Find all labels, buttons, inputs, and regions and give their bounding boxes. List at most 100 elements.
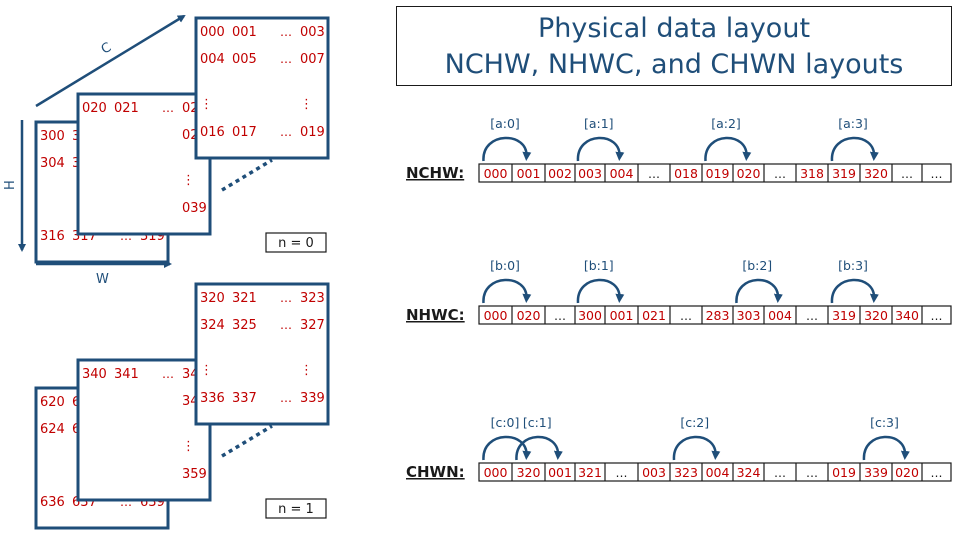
arc-label: [b:1] — [584, 258, 614, 273]
stride-arc — [515, 435, 563, 461]
memory-cell: … — [680, 309, 692, 323]
memory-cell: 319 — [832, 308, 856, 323]
title-box: Physical data layout NCHW, NHWC, and CHW… — [396, 6, 952, 86]
memory-cell: … — [806, 309, 818, 323]
plane-value: 000 — [200, 25, 225, 40]
plane-value: 339 — [300, 391, 325, 406]
stride-arc — [482, 278, 532, 304]
memory-cell: 324 — [737, 465, 761, 480]
c-axis-arrow — [35, 14, 186, 108]
memory-cell: … — [774, 167, 786, 181]
memory-cell: … — [931, 309, 943, 323]
plane-value: ⋮ — [300, 363, 313, 378]
arc-label: [c:1] — [523, 415, 552, 430]
memory-cell: 320 — [864, 166, 888, 181]
plane-value: 321 — [232, 291, 257, 306]
memory-cell: 001 — [517, 166, 541, 181]
ellipsis-marker: … — [280, 52, 292, 66]
stride-arc — [576, 278, 625, 304]
memory-cell: … — [616, 466, 628, 480]
stride-arc — [704, 136, 752, 162]
arc-label: [c:2] — [680, 415, 709, 430]
ellipsis-marker: … — [280, 125, 292, 139]
layout-name: NHWC: — [406, 306, 465, 324]
plane-value: 324 — [200, 318, 225, 333]
memory-cell: 340 — [895, 308, 919, 323]
tensor-planes: 300301…303304305…307⋮316317…319020021…02… — [34, 16, 330, 530]
arc-label: [b:3] — [838, 258, 868, 273]
arc-label: [c:0] — [491, 415, 520, 430]
plane-value: 304 — [40, 156, 65, 171]
arc-label: [b:2] — [742, 258, 772, 273]
memory-cell: … — [931, 466, 943, 480]
ellipsis-marker: … — [280, 25, 292, 39]
memory-cell: 019 — [706, 166, 730, 181]
plane-value: 624 — [40, 422, 65, 437]
ellipsis-marker: … — [162, 367, 174, 381]
plane-value: 004 — [200, 52, 225, 67]
plane-value: 039 — [182, 201, 207, 216]
title-line-2: NCHW, NHWC, and CHWN layouts — [444, 49, 904, 80]
plane-border — [76, 358, 212, 502]
plane-value: ⋮ — [200, 97, 213, 112]
memory-cell: 004 — [610, 166, 634, 181]
memory-cell: 321 — [578, 465, 602, 480]
ellipsis-marker: … — [162, 101, 174, 115]
plane-value: 341 — [114, 367, 139, 382]
plane-value: 003 — [300, 25, 325, 40]
continuation-dots — [221, 158, 273, 192]
arc-label: [a:0] — [490, 116, 520, 131]
memory-cell: 319 — [832, 166, 856, 181]
memory-cell: 320 — [517, 465, 541, 480]
memory-cell: 004 — [768, 308, 792, 323]
plane-value: 007 — [300, 52, 325, 67]
w-axis-label: W — [96, 272, 109, 287]
plane-value: 020 — [82, 101, 107, 116]
memory-strip — [478, 305, 952, 325]
memory-strip — [478, 163, 952, 183]
arc-label: [b:0] — [490, 258, 520, 273]
memory-cell: 003 — [578, 166, 602, 181]
memory-cell: … — [774, 466, 786, 480]
c-axis-label: C — [99, 40, 114, 58]
plane-value: 359 — [182, 467, 207, 482]
stride-arc — [576, 136, 625, 162]
stride-arc — [735, 278, 783, 304]
plane-value: 300 — [40, 129, 65, 144]
ellipsis-marker: … — [280, 391, 292, 405]
memory-cell: 020 — [517, 308, 541, 323]
memory-cell: … — [554, 309, 566, 323]
plane-value: 327 — [300, 318, 325, 333]
plane-value: 337 — [232, 391, 257, 406]
batch-label: n = 0 — [278, 236, 314, 251]
memory-cell: 018 — [674, 166, 698, 181]
memory-cell: 021 — [642, 308, 666, 323]
batch-label-box — [265, 498, 327, 519]
memory-cell: 004 — [706, 465, 730, 480]
plane-value: 019 — [300, 125, 325, 140]
h-axis-label: H — [3, 180, 18, 190]
plane-border — [76, 92, 212, 236]
memory-cell: 002 — [548, 166, 572, 181]
plane-value: 340 — [82, 367, 107, 382]
plane-value: 620 — [40, 395, 65, 410]
plane-value: 017 — [232, 125, 257, 140]
plane-value: 323 — [300, 291, 325, 306]
stride-arc — [830, 278, 879, 304]
stride-arc — [830, 136, 879, 162]
title-line-1: Physical data layout — [537, 13, 811, 44]
memory-strip — [478, 462, 952, 482]
memory-cell: … — [931, 167, 943, 181]
plane-value: 021 — [114, 101, 139, 116]
memory-cell: 318 — [800, 166, 824, 181]
plane-value: ⋮ — [200, 363, 213, 378]
memory-cell: 001 — [548, 465, 572, 480]
plane-value: 016 — [200, 125, 225, 140]
